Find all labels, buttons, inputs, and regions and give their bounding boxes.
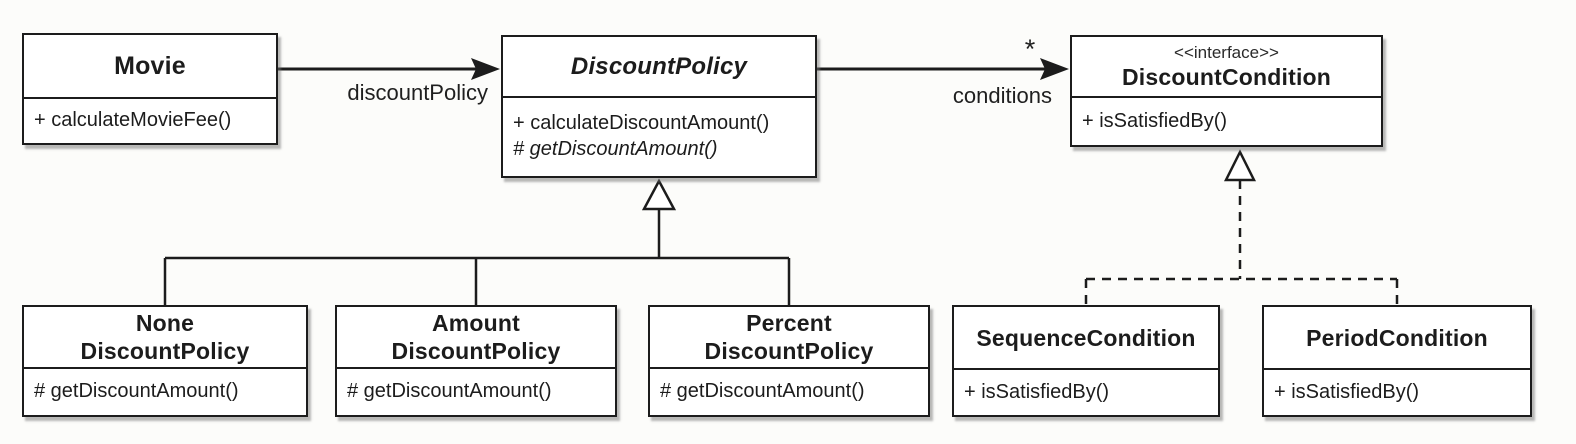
class-box-discountpolicy: DiscountPolicy + calculateDiscountAmount… — [501, 35, 817, 178]
method-list: # getDiscountAmount() — [337, 369, 615, 415]
class-header: Percent DiscountPolicy — [650, 307, 928, 369]
method: + calculateMovieFee() — [34, 109, 232, 131]
realization-connector — [1084, 149, 1399, 306]
class-header: Movie — [24, 35, 276, 99]
method: + isSatisfiedBy() — [964, 380, 1110, 403]
association-label-conditions: conditions — [952, 83, 1052, 108]
method-list: + isSatisfiedBy() — [1264, 370, 1530, 415]
class-header: DiscountPolicy — [503, 37, 815, 98]
method-list: + calculateMovieFee() — [24, 99, 276, 143]
class-name: Movie — [114, 52, 186, 80]
method: + calculateDiscountAmount() — [513, 112, 770, 134]
class-header: None DiscountPolicy — [24, 307, 306, 369]
association-label-discountpolicy: discountPolicy — [347, 80, 488, 105]
method-abstract: # getDiscountAmount() — [513, 138, 718, 160]
class-name: None DiscountPolicy — [80, 310, 250, 364]
class-header: PeriodCondition — [1264, 307, 1530, 370]
class-name: Percent DiscountPolicy — [704, 310, 874, 364]
method: + isSatisfiedBy() — [1082, 109, 1228, 132]
class-box-periodcondition: PeriodCondition + isSatisfiedBy() — [1262, 305, 1532, 417]
class-name: PeriodCondition — [1306, 324, 1488, 351]
method: # getDiscountAmount() — [34, 380, 239, 402]
class-name: DiscountCondition — [1121, 63, 1332, 90]
method-list: + isSatisfiedBy() — [1072, 98, 1381, 145]
class-box-movie: Movie + calculateMovieFee() — [22, 33, 278, 145]
class-name: Amount DiscountPolicy — [391, 310, 561, 364]
method-list: # getDiscountAmount() — [650, 369, 928, 415]
class-box-sequencecondition: SequenceCondition + isSatisfiedBy() — [952, 305, 1220, 417]
method-list: + isSatisfiedBy() — [954, 370, 1218, 415]
stereotype-label: <<interface>> — [1174, 42, 1279, 62]
method: # getDiscountAmount() — [660, 380, 865, 402]
class-box-discountcondition: <<interface>> DiscountCondition + isSati… — [1070, 35, 1383, 147]
class-box-nonediscountpolicy: None DiscountPolicy # getDiscountAmount(… — [22, 305, 308, 417]
arrowhead-icon — [471, 58, 500, 80]
generalization-connector — [163, 178, 791, 306]
class-name: SequenceCondition — [976, 324, 1196, 351]
class-name: DiscountPolicy — [570, 52, 748, 80]
multiplicity-star: * — [1024, 34, 1036, 64]
hollow-triangle-icon — [1223, 149, 1257, 182]
method-list: # getDiscountAmount() — [24, 369, 306, 415]
method: + isSatisfiedBy() — [1274, 380, 1420, 403]
class-box-percentdiscountpolicy: Percent DiscountPolicy # getDiscountAmou… — [648, 305, 930, 417]
arrowhead-icon — [1040, 58, 1069, 80]
class-header: <<interface>> DiscountCondition — [1072, 37, 1381, 98]
class-header: Amount DiscountPolicy — [337, 307, 615, 369]
method-list: + calculateDiscountAmount() # getDiscoun… — [503, 98, 815, 176]
class-header: SequenceCondition — [954, 307, 1218, 370]
class-box-amountdiscountpolicy: Amount DiscountPolicy # getDiscountAmoun… — [335, 305, 617, 417]
hollow-triangle-icon — [641, 178, 677, 211]
method: # getDiscountAmount() — [347, 380, 552, 402]
association-discountpolicy-to-discountcondition — [817, 58, 1069, 80]
association-movie-to-discountpolicy — [278, 58, 500, 80]
